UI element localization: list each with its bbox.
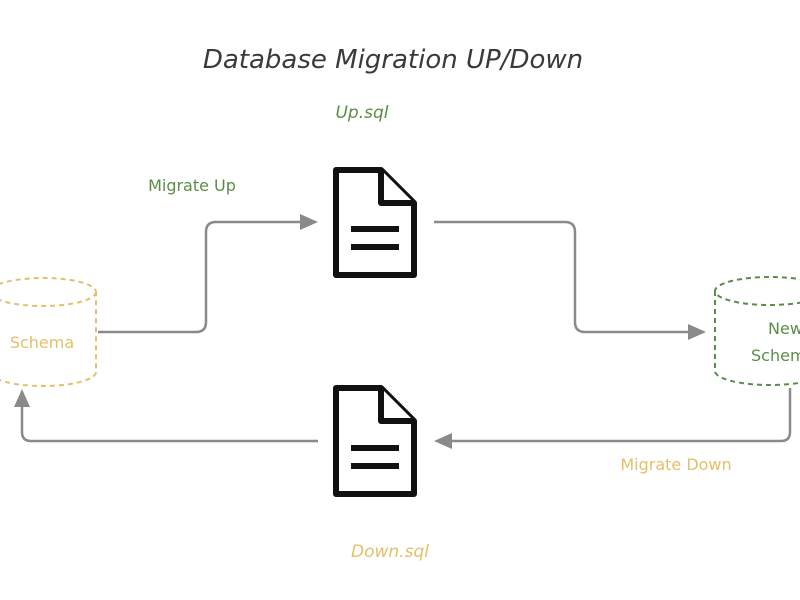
up-sql-label: Up.sql bbox=[335, 103, 388, 123]
migrate-down-arrow bbox=[434, 388, 792, 449]
new-schema-node: New Schema bbox=[714, 276, 800, 386]
diagram-title: Database Migration UP/Down bbox=[203, 45, 583, 75]
migrate-up-arrow bbox=[98, 214, 318, 334]
database-cylinder-icon bbox=[0, 277, 97, 387]
migrate-up-label: Migrate Up bbox=[148, 176, 236, 195]
down-sql-label: Down.sql bbox=[351, 542, 429, 562]
database-cylinder-icon bbox=[714, 276, 800, 386]
new-schema-label-line2: Schema bbox=[751, 346, 800, 365]
down-sql-document-icon bbox=[333, 385, 417, 497]
up-sql-document-icon bbox=[333, 167, 417, 278]
old-schema-label: Schema bbox=[10, 333, 74, 352]
old-schema-node: Schema bbox=[0, 277, 97, 387]
new-schema-label-line1: New bbox=[768, 319, 800, 338]
migrate-down-label: Migrate Down bbox=[620, 455, 731, 474]
apply-up-arrow bbox=[434, 220, 706, 340]
apply-down-arrow bbox=[14, 389, 318, 443]
